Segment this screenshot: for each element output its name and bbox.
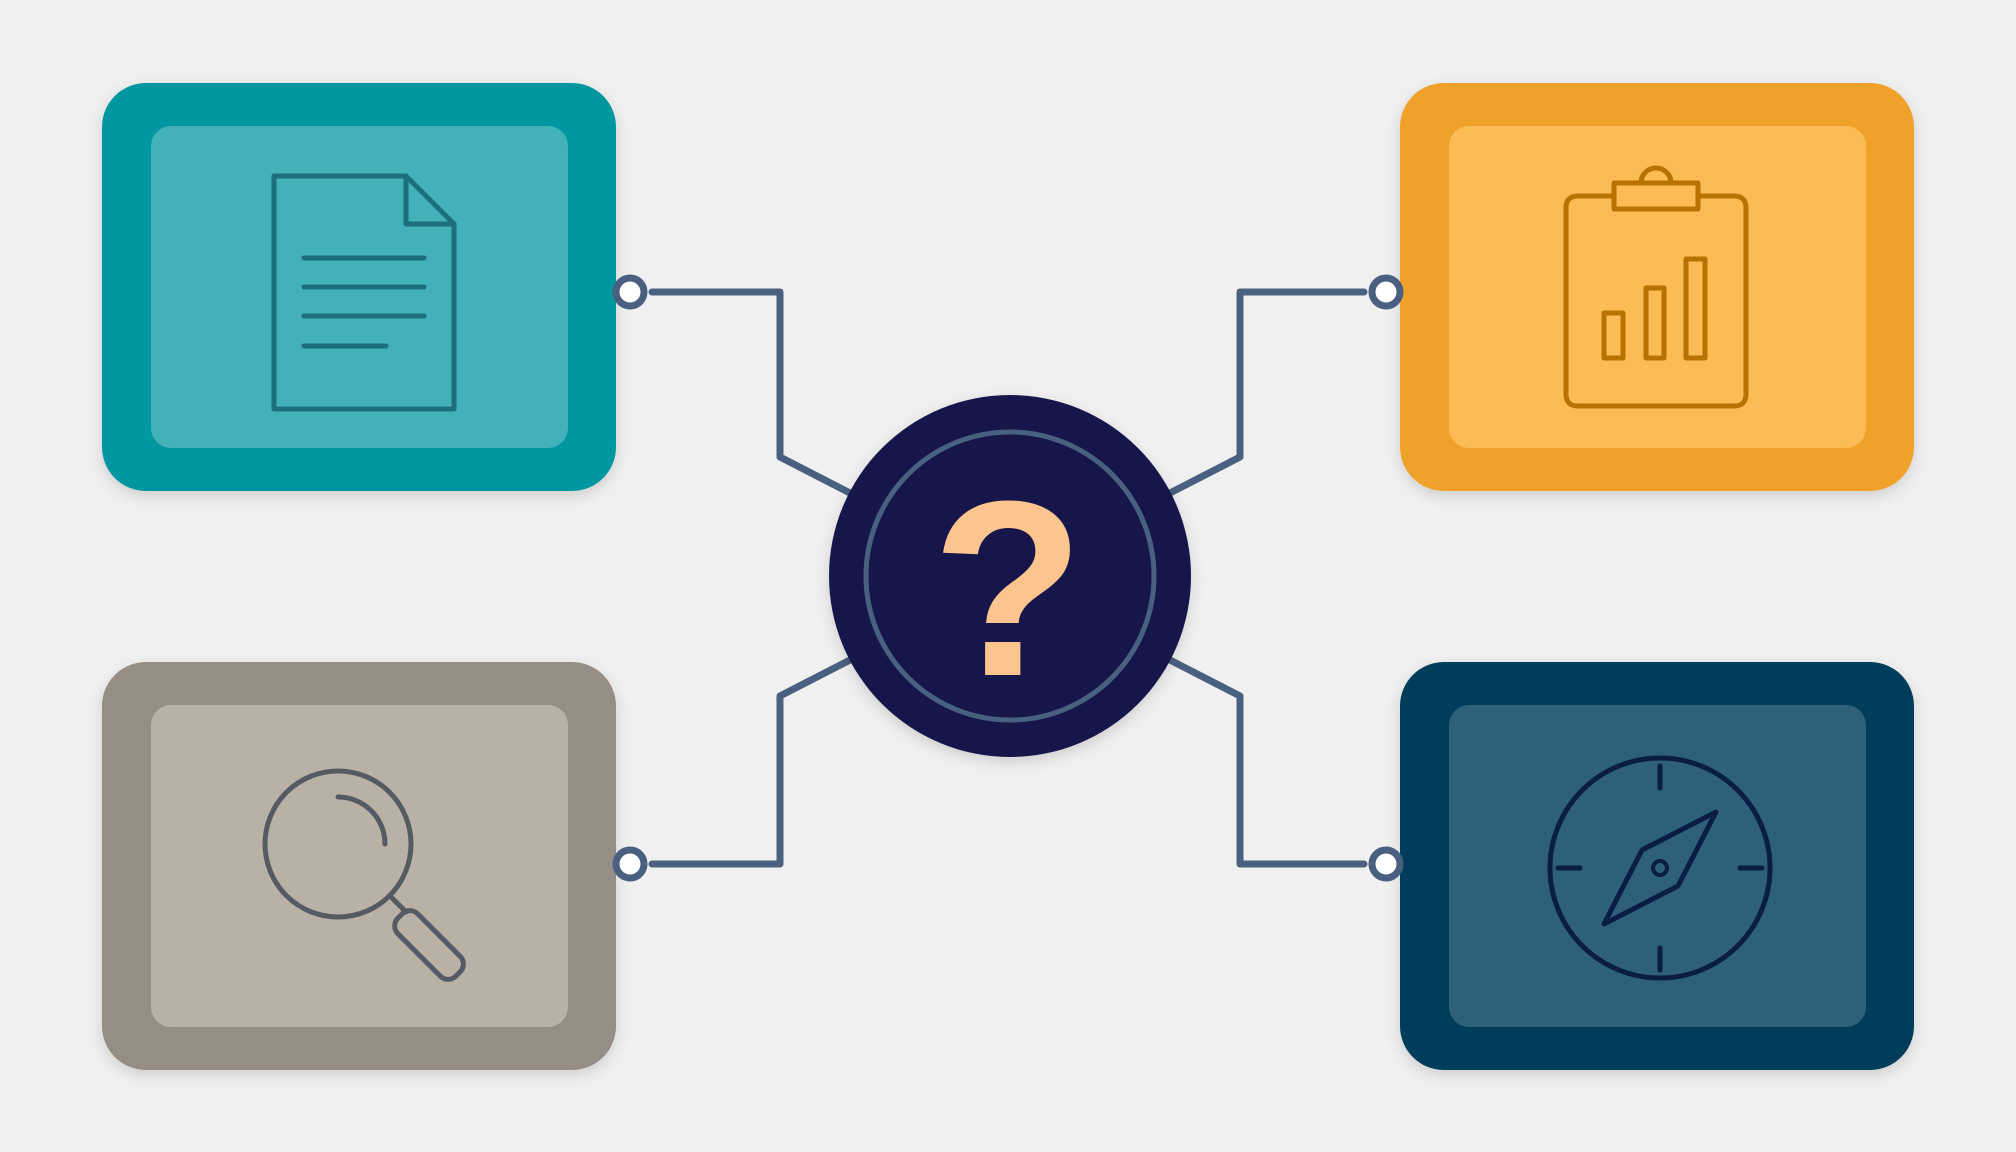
compass-icon (1547, 755, 1773, 981)
card-search-panel (151, 705, 568, 1027)
central-hub[interactable]: ? (829, 395, 1191, 757)
connector-compass (1166, 656, 1368, 868)
port-compass (1368, 846, 1404, 882)
port-clipboard-chart (1368, 274, 1404, 310)
connector-lines (648, 288, 1368, 868)
magnifying-glass-icon (262, 768, 466, 982)
card-compass[interactable] (1400, 662, 1914, 1070)
connector-search (648, 656, 854, 868)
connector-ports (612, 274, 1404, 882)
question-mark-icon: ? (932, 449, 1085, 728)
connector-document (648, 288, 854, 497)
card-search[interactable] (102, 662, 616, 1070)
hub-disc (829, 395, 1191, 757)
connector-clipboard-chart (1166, 288, 1368, 497)
port-document (612, 274, 648, 310)
port-search (612, 846, 648, 882)
document-icon (271, 173, 457, 412)
hub-ring (863, 429, 1157, 723)
card-compass-panel (1449, 705, 1866, 1027)
clipboard-bar-chart-icon (1563, 165, 1749, 409)
